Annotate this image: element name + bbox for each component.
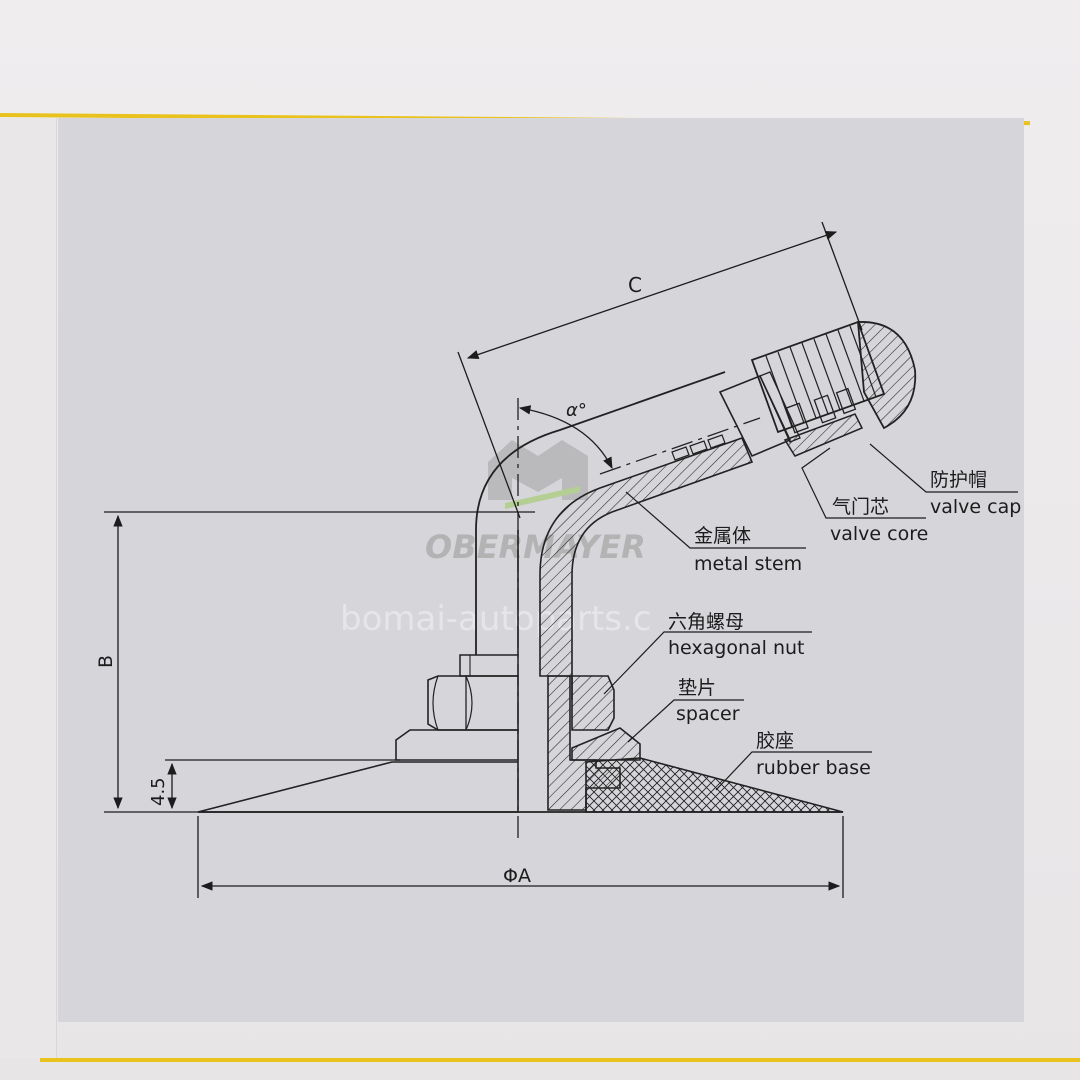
spacer-section	[571, 727, 641, 761]
leader-lines	[603, 443, 1018, 791]
valve-cap-label-en: valve cap	[930, 496, 1021, 518]
spacer-label-en: spacer	[676, 703, 740, 725]
dimension-b-label: B	[95, 655, 117, 668]
metal-stem-section	[539, 436, 754, 677]
valve-core-label-cn: 气门芯	[832, 496, 889, 518]
valve-core-label-en: valve core	[830, 523, 928, 545]
watermark-logo	[488, 440, 588, 509]
metal-stem-label-en: metal stem	[694, 553, 802, 575]
hex-nut-section	[571, 675, 615, 731]
left-page-edge	[0, 118, 57, 1058]
dimension-b	[104, 511, 535, 813]
stem-centerline	[599, 417, 761, 475]
valve-core-assembly	[718, 371, 864, 458]
metal-stem-label-cn: 金属体	[694, 525, 751, 547]
valve-cap	[750, 320, 917, 434]
dimension-c-label: C	[628, 273, 642, 297]
dimension-base-height-label: 4.5	[148, 777, 169, 806]
dimension-diameter-label: ΦA	[503, 865, 531, 887]
bottom-accent-line	[40, 1058, 1080, 1062]
dimension-diameter	[197, 816, 844, 898]
stem-collar	[459, 654, 519, 677]
spacer-left	[395, 729, 519, 761]
valve-cap-label-cn: 防护帽	[930, 469, 987, 491]
hex-nut-left	[427, 675, 519, 731]
rubber-base-label-en: rubber base	[756, 757, 871, 779]
dimension-angle-arc	[518, 405, 613, 470]
rubber-base-left	[197, 761, 519, 813]
watermark-site: bomai-autoparts.c	[340, 599, 652, 639]
watermark-brand: OBERMAYER	[425, 528, 646, 566]
rubber-base-label-cn: 胶座	[756, 730, 794, 752]
dimension-c	[457, 221, 863, 519]
stem-threads	[671, 434, 726, 461]
hexagonal-nut-label-en: hexagonal nut	[668, 637, 805, 659]
dimension-angle-label: α°	[566, 400, 587, 421]
hexagonal-nut-label-cn: 六角螺母	[668, 611, 744, 633]
dimension-base-height	[165, 759, 400, 810]
base-insert-section	[547, 675, 621, 811]
spacer-label-cn: 垫片	[678, 677, 716, 699]
